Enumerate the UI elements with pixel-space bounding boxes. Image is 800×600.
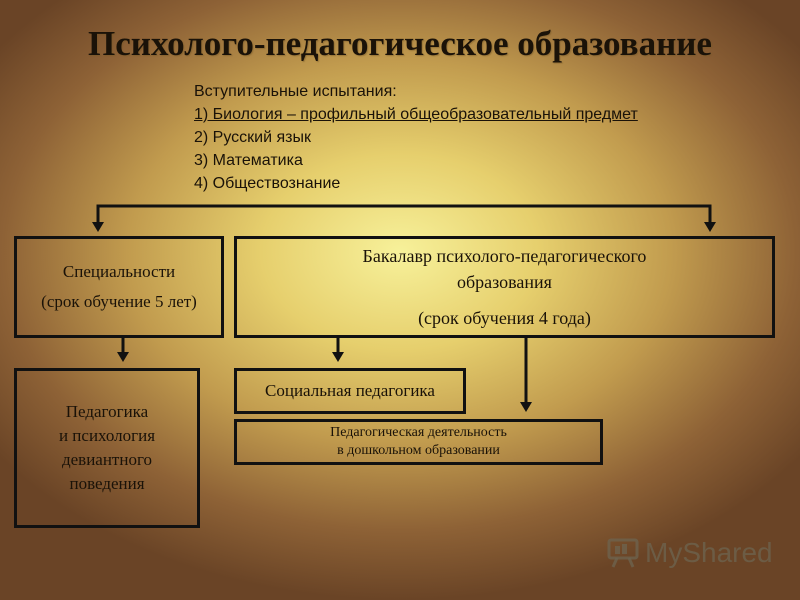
watermark: MyShared [607, 537, 773, 569]
specialties-box: Специальности (срок обучение 5 лет) [14, 236, 224, 338]
arrow-to-preschool [520, 402, 532, 412]
specialties-title: Специальности [62, 262, 176, 281]
pedagogy-line: Педагогика [65, 402, 149, 421]
exam-item: 4) Обществознание [194, 175, 341, 192]
pedagogy-line: девиантного [61, 450, 153, 469]
pedagogy-line: и психология [58, 426, 156, 445]
preschool-line2: в дошкольном образовании [337, 443, 500, 458]
pedagogy-box: Педагогика и психология девиантного пове… [14, 368, 200, 528]
preschool-box: Педагогическая деятельность в дошкольном… [234, 419, 603, 465]
social-pedagogy-label: Социальная педагогика [265, 381, 435, 400]
exam-item: 3) Математика [194, 152, 303, 169]
slide-title: Психолого-педагогическое образование [88, 24, 712, 63]
social-pedagogy-box: Социальная педагогика [234, 368, 466, 414]
exam-item: 1) Биология – профильный общеобразовател… [194, 106, 638, 123]
arrow-to-social [332, 352, 344, 362]
bachelor-duration: (срок обучения 4 года) [418, 308, 591, 328]
entrance-exams: Вступительные испытания: 1) Биология – п… [194, 80, 638, 195]
bachelor-box: Бакалавр психолого-педагогического образ… [234, 236, 775, 338]
arrow-to-bachelor [704, 222, 716, 232]
exam-item: 2) Русский язык [194, 129, 311, 146]
top-bracket-line [96, 204, 712, 228]
specialties-duration: (срок обучение 5 лет) [41, 292, 197, 311]
preschool-line1: Педагогическая деятельность [330, 425, 507, 440]
presentation-board-icon [607, 538, 639, 568]
exams-heading: Вступительные испытания: [194, 83, 397, 100]
bachelor-title-line2: образования [457, 272, 552, 292]
pedagogy-line: поведения [69, 474, 145, 493]
watermark-text: MyShared [645, 537, 773, 568]
bachelor-title-line1: Бакалавр психолого-педагогического [362, 246, 647, 266]
arrow-to-specialties [92, 222, 104, 232]
arrow-to-pedagogy [117, 352, 129, 362]
